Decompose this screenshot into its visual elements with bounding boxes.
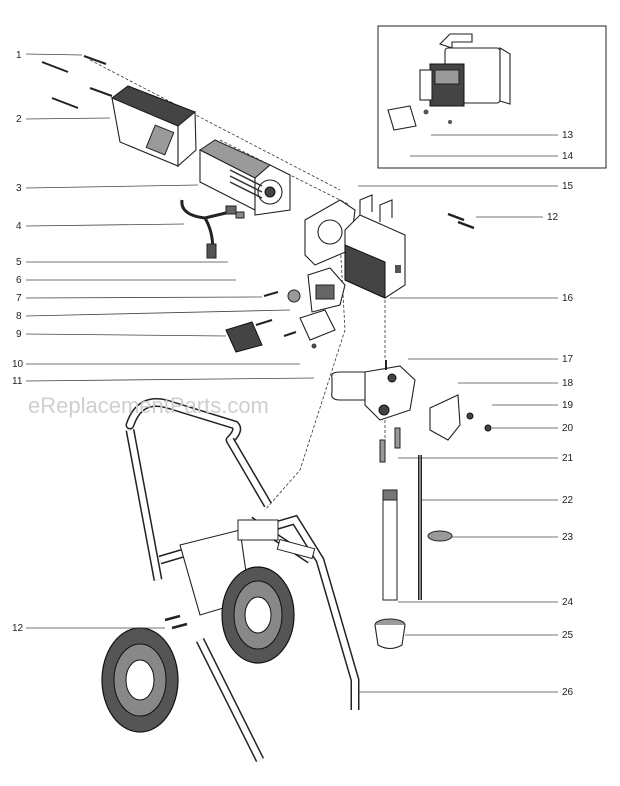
part-4-power-cord <box>180 199 231 259</box>
callout-21: 21 <box>562 453 574 464</box>
part-15-gasket <box>304 199 356 266</box>
callout-8: 8 <box>16 311 22 322</box>
callout-10: 10 <box>12 359 24 370</box>
callout-14: 14 <box>562 151 574 162</box>
callout-24: 24 <box>562 597 574 608</box>
callout-17: 17 <box>562 354 574 365</box>
callout-19: 19 <box>562 400 574 411</box>
callout-9: 9 <box>16 329 22 340</box>
callout-16: 16 <box>562 293 574 304</box>
callout-11: 11 <box>12 376 23 387</box>
callout-4: 4 <box>16 221 22 232</box>
part-21-bolts <box>379 427 401 463</box>
callout-23: 23 <box>562 532 574 543</box>
part-12-bolts-lower <box>164 614 188 630</box>
callout-13: 13 <box>562 130 574 141</box>
part-23-clamp <box>427 530 453 542</box>
callout-3: 3 <box>16 183 22 194</box>
part-24-siphon-tube <box>382 489 398 601</box>
part-5-6-fittings <box>225 205 245 219</box>
callout-12-lower: 12 <box>12 623 24 634</box>
callout-numbers: 1 2 3 4 5 6 7 8 9 10 11 12 12 13 14 15 1… <box>12 50 574 698</box>
parts-7-11-control-box <box>225 267 346 353</box>
callout-18: 18 <box>562 378 574 389</box>
part-17-pump-block <box>331 360 416 421</box>
part-18-bracket <box>429 394 492 441</box>
part-16-gearbox <box>344 194 406 299</box>
callout-2: 2 <box>16 114 22 125</box>
callout-22: 22 <box>562 495 574 506</box>
leader-lines <box>25 53 558 693</box>
callout-25: 25 <box>562 630 574 641</box>
part-26-cart <box>125 398 360 763</box>
callout-1: 1 <box>16 50 22 61</box>
callout-7: 7 <box>16 293 22 304</box>
part-2-shroud <box>111 85 197 168</box>
part-1-screws <box>41 55 113 109</box>
callout-12-upper: 12 <box>547 212 559 223</box>
part-3-motor <box>199 139 291 216</box>
inset-detail <box>377 25 607 169</box>
callout-5: 5 <box>16 257 22 268</box>
callout-15: 15 <box>562 181 574 192</box>
part-12-bolts-upper <box>447 212 475 230</box>
part-25-strainer <box>374 618 406 650</box>
callout-26: 26 <box>562 687 574 698</box>
cart-wheels <box>101 566 295 733</box>
callout-20: 20 <box>562 423 574 434</box>
watermark: eReplacementParts.com <box>28 393 269 418</box>
callout-6: 6 <box>16 275 22 286</box>
